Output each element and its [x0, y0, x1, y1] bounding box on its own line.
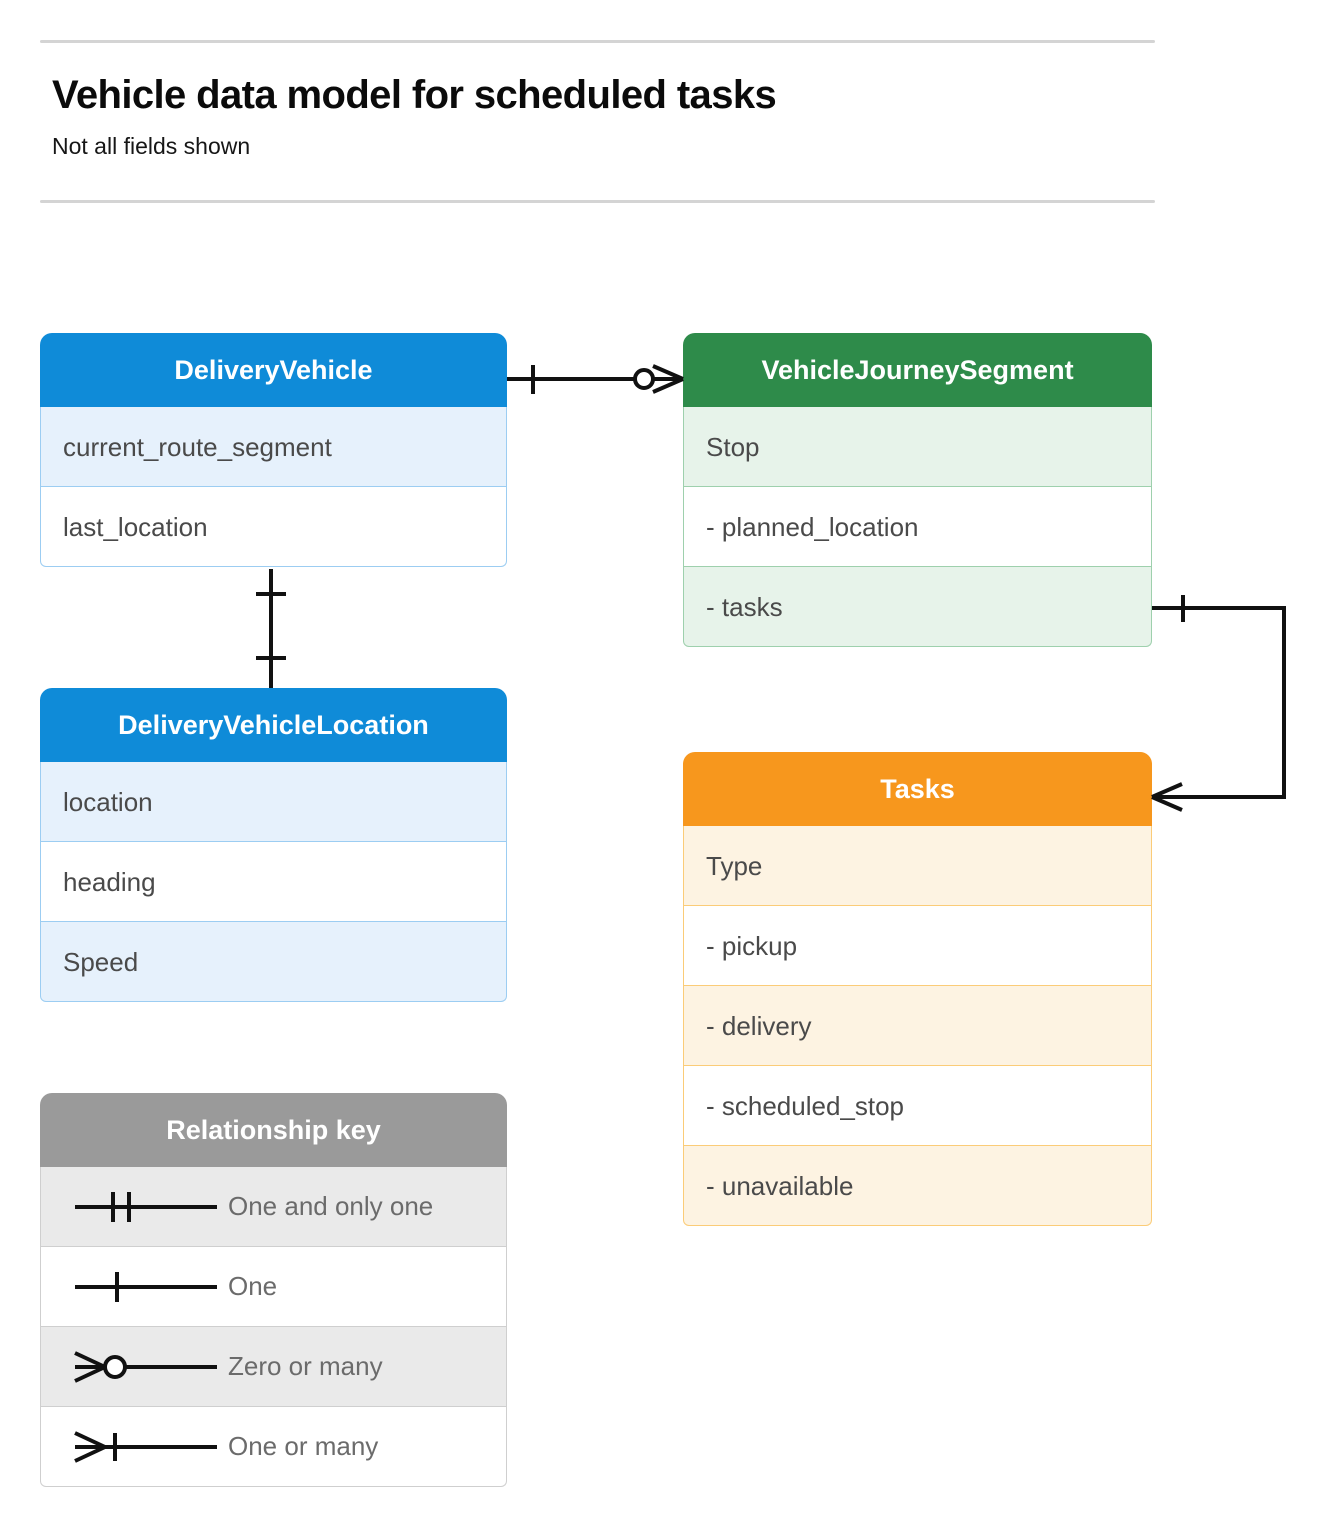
connector-delivery-vehicle-to-vehicle-location	[256, 569, 286, 688]
header-divider-bottom	[40, 200, 1155, 203]
relationship-key-legend[interactable]: Relationship key One and only one One	[40, 1093, 507, 1487]
connector-journey-segment-tasks-to-tasks	[1151, 595, 1286, 812]
zero-or-many-icon	[63, 1347, 228, 1387]
entity-delivery-vehicle-location-title: DeliveryVehicleLocation	[40, 688, 507, 762]
entity-field-row: Stop	[683, 407, 1152, 487]
page-subtitle: Not all fields shown	[52, 133, 251, 159]
entity-vehicle-journey-segment-title: VehicleJourneySegment	[683, 333, 1152, 407]
legend-item-label: One or many	[228, 1431, 379, 1461]
legend-item-label: Zero or many	[228, 1351, 383, 1381]
entity-field-row: - tasks	[683, 567, 1152, 647]
legend-item-one-or-many: One or many	[40, 1407, 507, 1487]
entity-field-row: location	[40, 762, 507, 842]
entity-delivery-vehicle[interactable]: DeliveryVehicle current_route_segment la…	[40, 333, 507, 567]
connector-delivery-vehicle-to-journey-segment	[507, 364, 684, 394]
entity-field-row: Type	[683, 826, 1152, 906]
page-title: Vehicle data model for scheduled tasks	[52, 73, 777, 117]
legend-item-zero-or-many: Zero or many	[40, 1327, 507, 1407]
entity-field-row: current_route_segment	[40, 407, 507, 487]
entity-field-row: Speed	[40, 922, 507, 1002]
entity-vehicle-journey-segment[interactable]: VehicleJourneySegment Stop - planned_loc…	[683, 333, 1152, 647]
legend-item-one: One	[40, 1247, 507, 1327]
one-or-many-icon	[63, 1427, 228, 1467]
entity-field-row: - unavailable	[683, 1146, 1152, 1226]
entity-delivery-vehicle-title: DeliveryVehicle	[40, 333, 507, 407]
entity-field-row: - planned_location	[683, 487, 1152, 567]
entity-field-row: heading	[40, 842, 507, 922]
relationship-key-title: Relationship key	[40, 1093, 507, 1167]
legend-item-one-and-only-one: One and only one	[40, 1167, 507, 1247]
one-icon	[63, 1267, 228, 1307]
legend-item-label: One and only one	[228, 1191, 434, 1221]
entity-tasks-title: Tasks	[683, 752, 1152, 826]
entity-tasks[interactable]: Tasks Type - pickup - delivery - schedul…	[683, 752, 1152, 1226]
entity-field-row: last_location	[40, 487, 507, 567]
header-divider-top	[40, 40, 1155, 43]
entity-field-row: - pickup	[683, 906, 1152, 986]
entity-delivery-vehicle-location[interactable]: DeliveryVehicleLocation location heading…	[40, 688, 507, 1002]
one-and-only-one-icon	[63, 1187, 228, 1227]
entity-field-row: - scheduled_stop	[683, 1066, 1152, 1146]
legend-item-label: One	[228, 1271, 278, 1301]
entity-field-row: - delivery	[683, 986, 1152, 1066]
